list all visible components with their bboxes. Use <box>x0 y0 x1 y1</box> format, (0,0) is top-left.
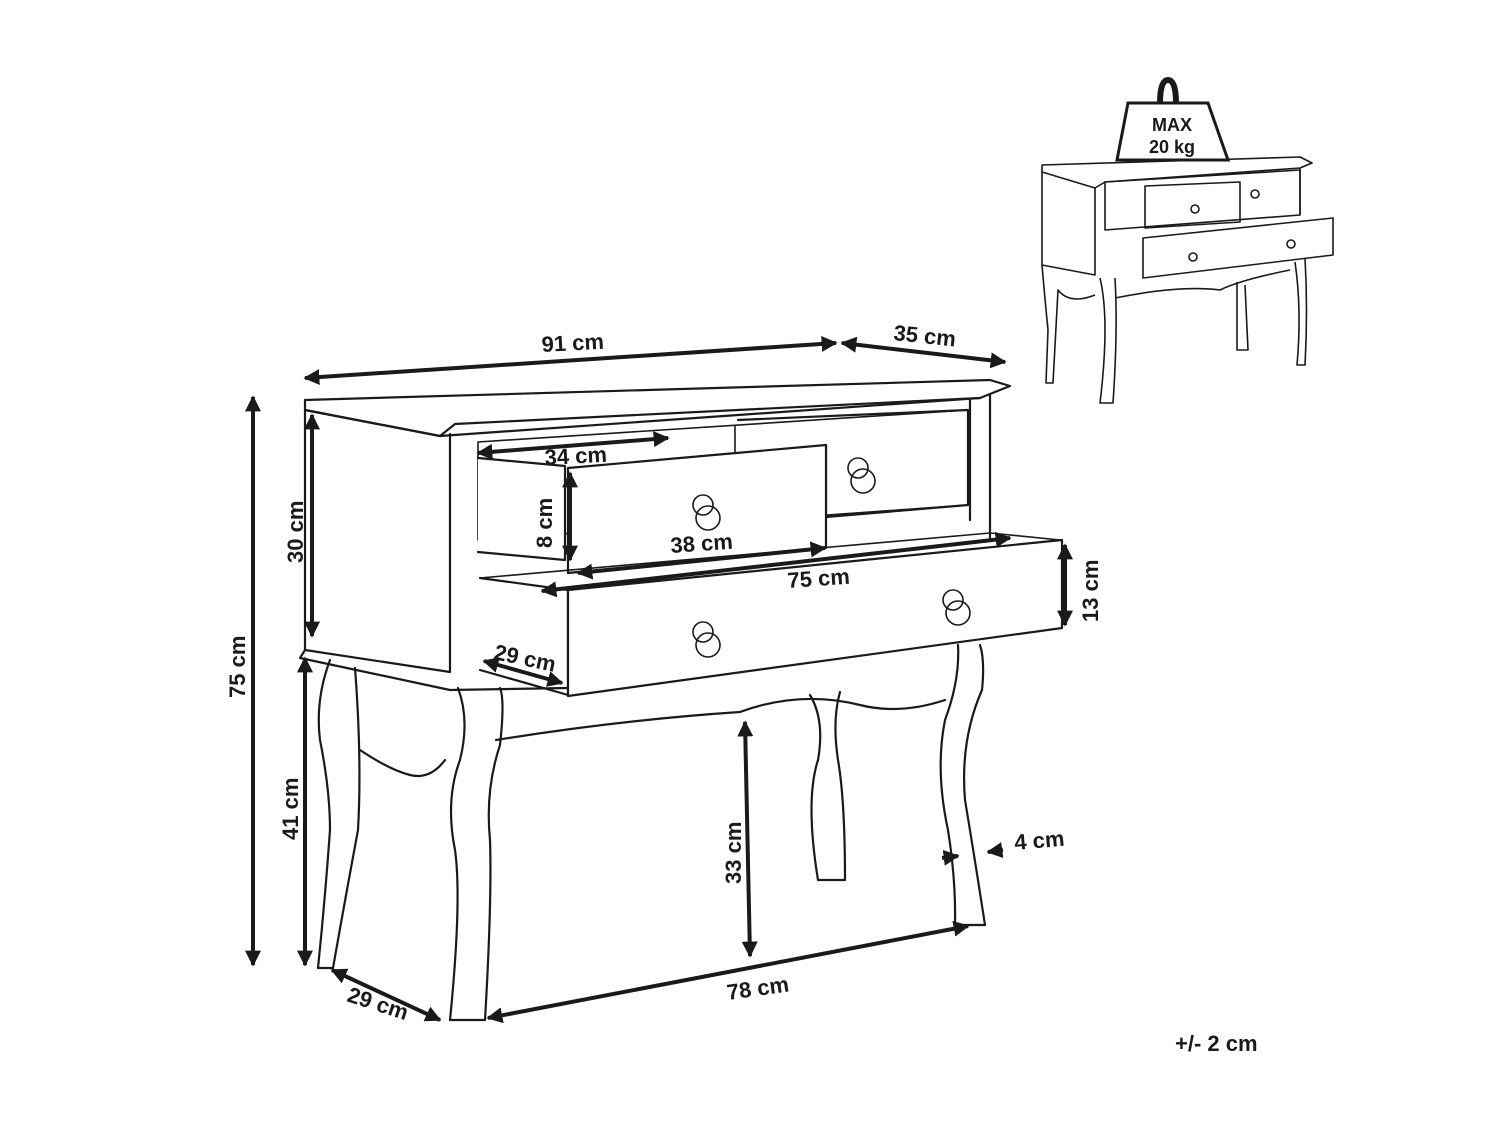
label-body-height: 30 cm <box>283 501 308 563</box>
ring-handle-small-drawer <box>692 494 721 531</box>
label-leg-height: 41 cm <box>278 778 303 840</box>
dimension-arrows <box>245 335 1073 1024</box>
label-large-drawer-width: 75 cm <box>787 564 851 593</box>
tolerance-note: +/- 2 cm <box>1175 1031 1258 1056</box>
load-badge-line2: 20 kg <box>1149 137 1195 157</box>
label-overall-depth: 35 cm <box>892 320 957 351</box>
ring-handle-upper-right <box>847 457 876 494</box>
label-leg-span-width: 78 cm <box>725 972 790 1005</box>
label-small-drawer-depth: 34 cm <box>544 442 608 470</box>
max-load-weight-icon: MAX 20 kg <box>1115 76 1231 162</box>
inset-thumbnail <box>1041 156 1334 404</box>
label-overall-width: 91 cm <box>541 329 605 357</box>
label-large-drawer-height: 13 cm <box>1078 560 1103 622</box>
label-leg-span-depth: 29 cm <box>344 982 411 1025</box>
label-leg-thickness: 4 cm <box>1013 826 1065 855</box>
label-overall-height: 75 cm <box>225 636 250 698</box>
ring-handle-large-drawer-left <box>692 621 721 658</box>
console-table-drawing <box>298 378 1064 1022</box>
label-clearance-height: 33 cm <box>721 822 746 884</box>
label-small-drawer-height: 8 cm <box>532 498 557 548</box>
label-small-drawer-width: 38 cm <box>670 529 734 558</box>
load-badge-line1: MAX <box>1152 115 1192 135</box>
